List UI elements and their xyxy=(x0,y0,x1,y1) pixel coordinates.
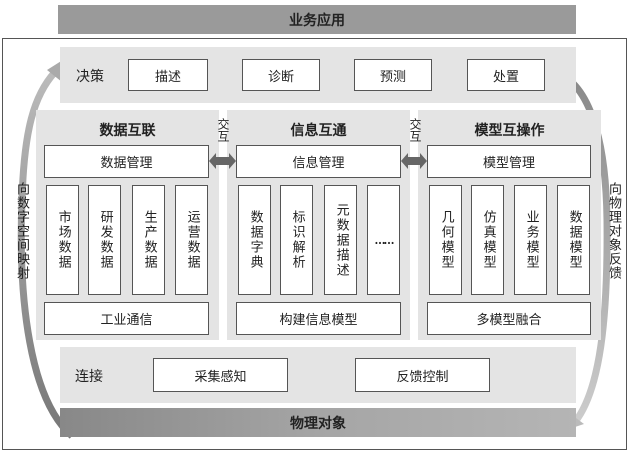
right-curved-arrow xyxy=(554,68,611,425)
item-box: 市场数据 xyxy=(46,185,79,295)
physical-object-bar: 物理对象 xyxy=(60,408,576,437)
outer-frame xyxy=(2,38,627,450)
connection-band xyxy=(60,347,576,403)
left-arrow-label: 向数字空间映射 xyxy=(14,182,29,280)
decision-dispose: 处置 xyxy=(467,59,545,91)
model-management-box: 模型管理 xyxy=(427,145,591,178)
item-box: 运营数据 xyxy=(175,185,208,295)
collect-sense-box: 采集感知 xyxy=(153,358,288,392)
build-info-model-box: 构建信息模型 xyxy=(236,302,401,335)
decision-describe: 描述 xyxy=(128,59,208,91)
multi-model-fusion-box: 多模型融合 xyxy=(427,302,591,335)
left-curved-arrow xyxy=(17,69,75,439)
item-box: 几何模型 xyxy=(429,185,462,295)
feedback-control-box: 反馈控制 xyxy=(355,358,490,392)
item-box: 数据模型 xyxy=(557,185,590,295)
item-box: 元数据描述 xyxy=(324,185,357,295)
item-box: 生产数据 xyxy=(132,185,165,295)
item-box: 数据字典 xyxy=(238,185,271,295)
item-box: 研发数据 xyxy=(88,185,121,295)
decision-predict: 预测 xyxy=(354,59,432,91)
ellipsis-box: …… xyxy=(367,185,400,295)
panel-title: 信息互通 xyxy=(290,123,347,139)
decision-label: 决策 xyxy=(76,69,104,85)
item-box: 业务模型 xyxy=(514,185,547,295)
data-management-box: 数据管理 xyxy=(44,145,209,178)
decision-diagnose: 诊断 xyxy=(242,59,320,91)
business-application-bar: 业务应用 xyxy=(58,5,576,34)
interaction-label-2: 交互 xyxy=(408,118,422,142)
interaction-label-1: 交互 xyxy=(216,118,230,142)
item-box: 标识解析 xyxy=(280,185,313,295)
panel-title: 数据互联 xyxy=(99,123,156,139)
panel-title: 模型互操作 xyxy=(474,123,545,139)
item-box: 仿真模型 xyxy=(471,185,504,295)
info-management-box: 信息管理 xyxy=(236,145,401,178)
right-arrow-label: 向物理对象反馈 xyxy=(606,182,621,280)
industrial-comm-box: 工业通信 xyxy=(44,302,209,335)
connection-label: 连接 xyxy=(75,369,103,385)
